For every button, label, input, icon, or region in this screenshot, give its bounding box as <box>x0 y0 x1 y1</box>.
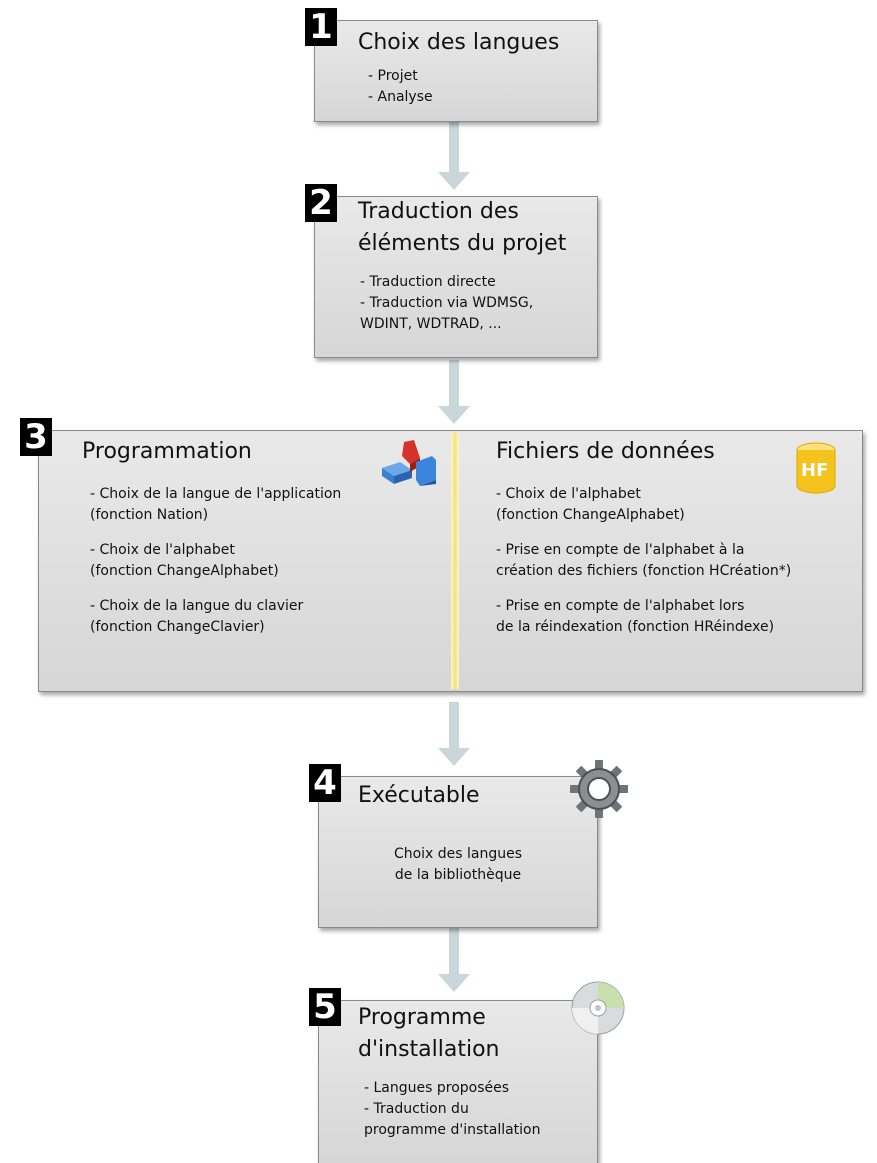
step-2-title: Traduction des éléments du projet <box>358 199 567 256</box>
step-5-box <box>318 1000 598 1163</box>
step-4-title: Exécutable <box>358 783 480 808</box>
list-item: - Prise en compte de l'alphabet lors de … <box>496 598 775 635</box>
step-5-items: - Langues proposées - Traduction du prog… <box>364 1078 541 1141</box>
step-1-title: Choix des langues <box>358 30 560 55</box>
programming-items: - Choix de la langue de l'application (f… <box>90 484 341 652</box>
arrow-3-4 <box>438 702 470 766</box>
step-3-number: 3 <box>20 418 52 456</box>
step-1-number: 1 <box>305 8 337 46</box>
step-3-divider <box>451 433 459 689</box>
list-item: - Analyse <box>368 89 433 105</box>
cd-icon <box>571 981 625 1035</box>
step-2-box <box>314 196 598 358</box>
step-2-items: - Traduction directe - Traduction via WD… <box>360 272 533 335</box>
list-item: - Prise en compte de l'alphabet à la cré… <box>496 542 792 579</box>
list-item: - Traduction via WDMSG, WDINT, WDTRAD, .… <box>360 295 534 332</box>
list-item: - Projet <box>368 68 418 84</box>
hf-database-shape <box>796 442 836 494</box>
arrow-1-2 <box>438 122 470 190</box>
step-2-number: 2 <box>305 184 337 222</box>
arrow-4-5 <box>438 928 470 992</box>
list-item: - Traduction du programme d'installation <box>364 1101 541 1138</box>
step-4-body: Choix des langues de la bibliothèque <box>393 846 523 883</box>
step-1-items: - Projet - Analyse <box>368 66 433 108</box>
gear-icon <box>570 760 628 818</box>
arrow-2-3 <box>438 360 470 424</box>
programming-title: Programmation <box>82 439 252 464</box>
programming-blocks-icon <box>382 440 436 486</box>
list-item: - Choix de la langue de l'application (f… <box>90 486 342 523</box>
step-5-title: Programme d'installation <box>358 1005 500 1062</box>
step-4-number: 4 <box>309 764 341 802</box>
list-item: - Choix de la langue du clavier (fonctio… <box>90 598 304 635</box>
data-files-title: Fichiers de données <box>496 439 715 464</box>
list-item: - Langues proposées <box>364 1080 510 1096</box>
list-item: - Traduction directe <box>360 274 496 290</box>
step-3-box <box>38 430 863 692</box>
data-files-items: - Choix de l'alphabet (fonction ChangeAl… <box>496 484 791 652</box>
list-item: - Choix de l'alphabet (fonction ChangeAl… <box>496 486 685 523</box>
list-item: - Choix de l'alphabet (fonction ChangeAl… <box>90 542 279 579</box>
hf-database-icon: HF <box>795 442 837 494</box>
step-1-box <box>314 20 598 122</box>
hf-label: HF <box>801 460 829 481</box>
step-5-number: 5 <box>309 988 341 1026</box>
step-4-box <box>318 776 598 928</box>
